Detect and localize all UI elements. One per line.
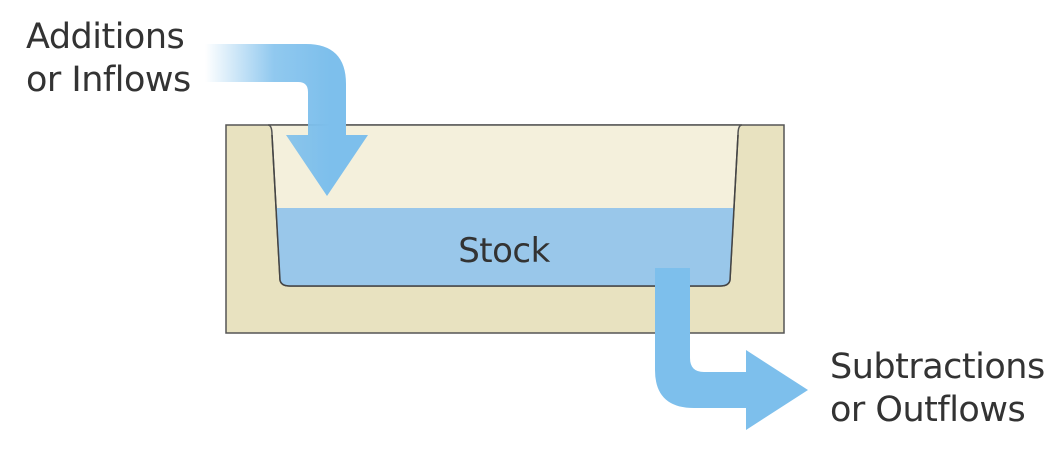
stock-label: Stock bbox=[458, 231, 550, 271]
stock-basin-outline bbox=[271, 134, 739, 287]
inflow-arrow bbox=[205, 44, 368, 196]
outflow-label: Subtractions or Outflows bbox=[830, 346, 1045, 432]
stock-water bbox=[276, 208, 734, 286]
inflow-label-line2: or Inflows bbox=[26, 60, 191, 100]
inflow-label-line1: Additions bbox=[26, 17, 185, 57]
outflow-label-line1: Subtractions bbox=[830, 347, 1045, 387]
outflow-arrow bbox=[655, 268, 808, 430]
outflow-label-line2: or Outflows bbox=[830, 390, 1026, 430]
inflow-label: Additions or Inflows bbox=[26, 16, 191, 102]
